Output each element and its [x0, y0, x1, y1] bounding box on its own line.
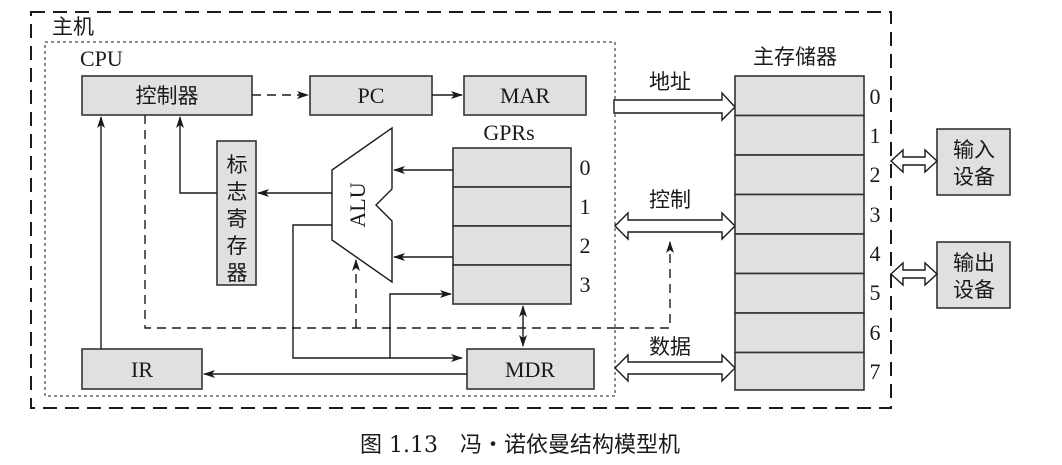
svg-text:存: 存: [227, 234, 248, 258]
svg-text:寄: 寄: [227, 207, 248, 231]
memory-index-4: 4: [870, 241, 881, 266]
controller-box: 控制器: [81, 75, 253, 116]
address-bus-label: 地址: [649, 70, 691, 94]
memory-index-0: 0: [870, 84, 881, 109]
output-device-box: 输出 设备: [936, 241, 1011, 309]
mar-box: MAR: [463, 75, 587, 116]
figure-caption: 图 1.13 冯・诺依曼结构模型机: [360, 433, 680, 458]
mdr-box: MDR: [466, 348, 595, 390]
control-to-bus-arrow: [615, 241, 674, 329]
memory-index-7: 7: [870, 359, 881, 384]
memory-cell-5: [734, 272, 865, 314]
control-signal-line: [144, 115, 615, 329]
memory-index-6: 6: [870, 320, 881, 345]
gpr-0: [452, 147, 572, 188]
memory-index-3: 3: [870, 202, 881, 227]
alu-label: ALU: [345, 182, 370, 227]
memory-cell-7: [734, 351, 865, 391]
data-bus-label: 数据: [649, 335, 691, 359]
svg-text:设备: 设备: [953, 278, 995, 302]
memory-cell-6: [734, 312, 865, 354]
svg-text:器: 器: [227, 261, 248, 285]
svg-text:输入: 输入: [953, 138, 995, 162]
host-label: 主机: [52, 15, 94, 39]
address-bus-arrow: [613, 91, 736, 122]
mdr-label: MDR: [505, 357, 555, 382]
memory-cell-0: [734, 75, 865, 117]
alu-to-mdr-arrow: [292, 224, 463, 362]
controller-label: 控制器: [136, 84, 199, 108]
control-bus-arrow: [614, 211, 736, 241]
svg-text:志: 志: [227, 180, 248, 204]
flag-to-controller-arrow: [176, 116, 217, 194]
gprs-register-file: [452, 147, 572, 305]
main-memory: [734, 75, 865, 391]
gpr-index-1: 1: [580, 194, 591, 219]
input-device-box: 输入 设备: [936, 128, 1011, 196]
memory-cell-4: [734, 233, 865, 275]
gpr-2: [452, 225, 572, 266]
memory-cell-3: [734, 193, 865, 235]
gpr-3: [452, 264, 572, 305]
gprs-label: GPRs: [483, 120, 534, 145]
control-bus-label: 控制: [649, 188, 691, 212]
svg-text:标: 标: [227, 153, 248, 177]
cpu-boundary: [44, 41, 616, 397]
svg-text:输出: 输出: [953, 251, 995, 275]
flag-register-box: 标 志 寄 存 器: [216, 140, 257, 286]
gpr-index-3: 3: [580, 272, 591, 297]
gpr-index-0: 0: [580, 155, 591, 180]
cpu-label: CPU: [80, 46, 123, 71]
svg-text:设备: 设备: [953, 165, 995, 189]
memory-index-5: 5: [870, 280, 881, 305]
host-boundary: [30, 11, 892, 409]
ir-box: IR: [81, 348, 203, 390]
memory-index-1: 1: [870, 123, 881, 148]
input-device-arrow: [889, 148, 939, 174]
alu-unit: ALU: [331, 126, 393, 284]
output-device-arrow: [889, 261, 939, 287]
ir-label: IR: [131, 357, 153, 382]
memory-index-2: 2: [870, 162, 881, 187]
mdr-to-gpr3-arrow: [389, 290, 452, 358]
pc-label: PC: [358, 83, 385, 108]
gpr-index-2: 2: [580, 233, 591, 258]
memory-cell-2: [734, 154, 865, 196]
pc-box: PC: [309, 75, 433, 116]
mar-label: MAR: [500, 83, 550, 108]
gpr-1: [452, 186, 572, 227]
main-memory-label: 主存储器: [753, 45, 837, 69]
memory-cell-1: [734, 114, 865, 156]
